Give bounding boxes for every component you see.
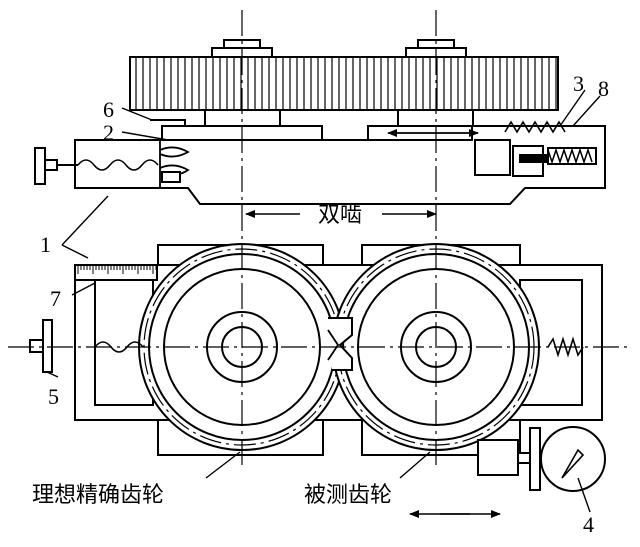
- tested-gear-label: 被测齿轮: [304, 483, 392, 508]
- spring-8: [504, 120, 566, 134]
- label-3: 3: [573, 71, 584, 96]
- label-4: 4: [583, 512, 594, 537]
- handwheel-5: [42, 319, 53, 373]
- dial-indicator-4: [477, 426, 606, 492]
- side-view: [34, 39, 606, 205]
- label-5: 5: [48, 384, 59, 409]
- label-2: 2: [103, 120, 114, 145]
- label-6: 6: [103, 97, 114, 122]
- label-8: 8: [598, 76, 609, 101]
- label-1: 1: [40, 232, 51, 257]
- label-7: 7: [50, 286, 61, 311]
- center-lines: [8, 10, 630, 470]
- leader-lines: [46, 89, 601, 513]
- double-mesh-label: 双啮: [318, 203, 362, 228]
- ideal-gear-label: 理想精确齿轮: [32, 483, 164, 508]
- plan-view: [29, 210, 606, 518]
- gear-pair-side-view: [129, 39, 559, 127]
